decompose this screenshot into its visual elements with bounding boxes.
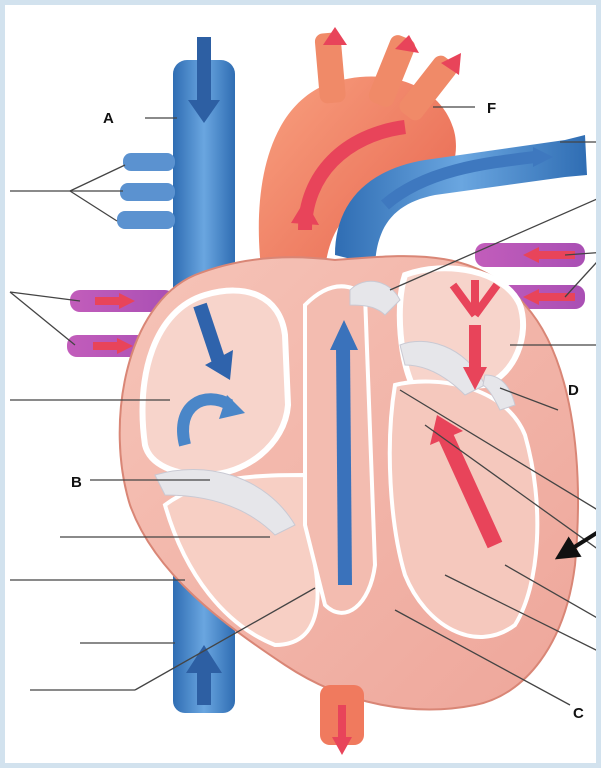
label-a: A [103,110,114,127]
descending-aorta [320,685,364,755]
label-f: F [487,100,496,117]
heart-illustration: A F D B C [5,5,601,768]
label-c: C [573,705,584,722]
label-d: D [568,382,579,399]
label-b: B [71,474,82,491]
